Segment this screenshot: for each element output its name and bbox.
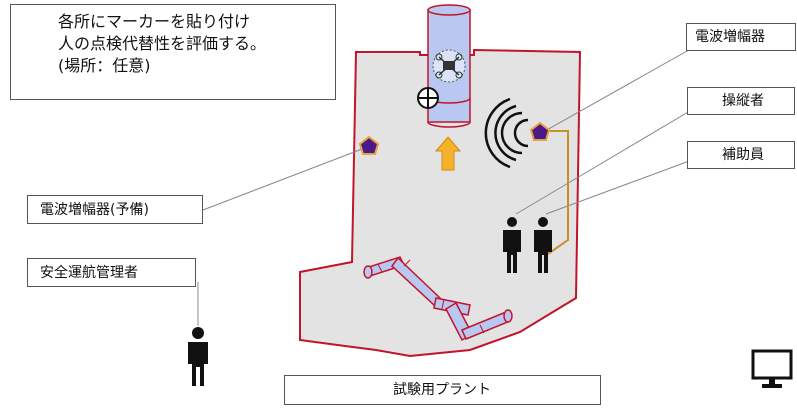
label-box-amplifier: 電波増幅器 <box>686 23 796 51</box>
leader-amplifier-spare <box>202 148 363 211</box>
label-box-safety-manager: 安全運航管理者 <box>27 258 196 287</box>
note-line-2: 人の点検代替性を評価する。 <box>58 34 267 53</box>
label-box-operator: 操縦者 <box>687 87 795 115</box>
note-line-3: (場所：任意) <box>58 56 151 75</box>
amplifier-cable <box>545 130 569 255</box>
label-box-plant: 試験用プラント <box>284 375 601 405</box>
amplifier-pentagon-icon <box>529 121 551 141</box>
up-arrow-icon <box>434 136 462 171</box>
drone-icon <box>432 49 466 83</box>
label-box-assistant: 補助員 <box>687 141 795 169</box>
label-safety-manager: 安全運航管理者 <box>40 265 138 281</box>
monitor-icon <box>751 349 793 388</box>
assistant-person-icon <box>534 217 552 273</box>
label-amplifier-spare: 電波増幅器(予備) <box>40 202 149 218</box>
instruction-note <box>10 4 336 100</box>
label-amplifier: 電波増幅器 <box>695 29 765 45</box>
note-line-1: 各所にマーカーを貼り付け <box>58 12 251 31</box>
radio-waves-icon <box>484 97 529 169</box>
amplifier-spare-pentagon-icon <box>358 135 380 155</box>
label-operator: 操縦者 <box>722 93 764 109</box>
leader-lines <box>197 41 704 326</box>
label-plant: 試験用プラント <box>393 382 491 398</box>
pipe-structure <box>363 256 513 342</box>
label-box-amplifier-spare: 電波増幅器(予備) <box>27 195 203 224</box>
leader-operator <box>515 104 701 215</box>
leader-amplifier <box>544 41 704 132</box>
label-assistant: 補助員 <box>722 147 764 163</box>
instruction-note-text: 各所にマーカーを貼り付け 人の点検代替性を評価する。 (場所：任意) <box>10 4 336 100</box>
leader-assistant <box>545 156 701 215</box>
crosshair-circle-icon <box>417 87 439 109</box>
operator-person-icon <box>503 217 521 273</box>
safety-manager-person-icon <box>188 327 208 386</box>
